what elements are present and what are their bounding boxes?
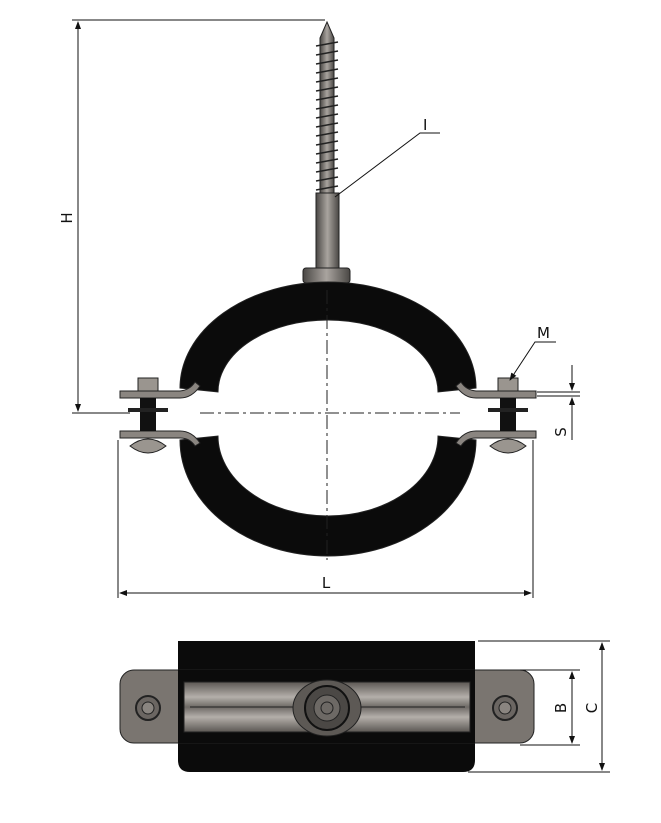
- label-l: L: [322, 574, 331, 592]
- thread-line: [315, 50, 339, 56]
- thread-line: [315, 140, 339, 146]
- thread-line: [315, 95, 339, 101]
- dimension-l: [117, 440, 534, 598]
- label-s: S: [552, 427, 570, 437]
- thread-line: [315, 104, 339, 110]
- upper-clamp-rubber: [179, 281, 477, 393]
- lower-clamp-rubber: [179, 435, 477, 557]
- label-m: M: [537, 324, 550, 342]
- dimension-s: [537, 365, 580, 440]
- label-c: C: [583, 703, 601, 713]
- nut: [302, 267, 351, 284]
- label-h: H: [58, 212, 76, 223]
- center-lines: [200, 290, 460, 560]
- hanger-bolt: [302, 20, 351, 284]
- thread-line: [315, 122, 339, 128]
- left-flange: [119, 377, 201, 454]
- thread-line: [315, 68, 339, 74]
- dimension-h: [72, 19, 325, 414]
- thread-line: [315, 41, 339, 47]
- leader-i: [334, 132, 440, 198]
- thread-line: [315, 131, 339, 137]
- thread-line: [315, 113, 339, 119]
- thread-line: [315, 86, 339, 92]
- dimension-c: [468, 640, 610, 773]
- label-i: I: [423, 116, 427, 134]
- thread-line: [315, 77, 339, 83]
- leader-m: [509, 341, 556, 381]
- thread-line: [315, 59, 339, 65]
- thread-line: [315, 185, 339, 191]
- right-flange: [455, 377, 537, 454]
- clamp-top-view: [119, 641, 535, 772]
- label-b: B: [552, 703, 570, 713]
- thread-line: [315, 149, 339, 155]
- thread-line: [315, 176, 339, 182]
- dimension-b: [520, 669, 580, 746]
- thread-line: [315, 158, 339, 164]
- thread-line: [315, 167, 339, 173]
